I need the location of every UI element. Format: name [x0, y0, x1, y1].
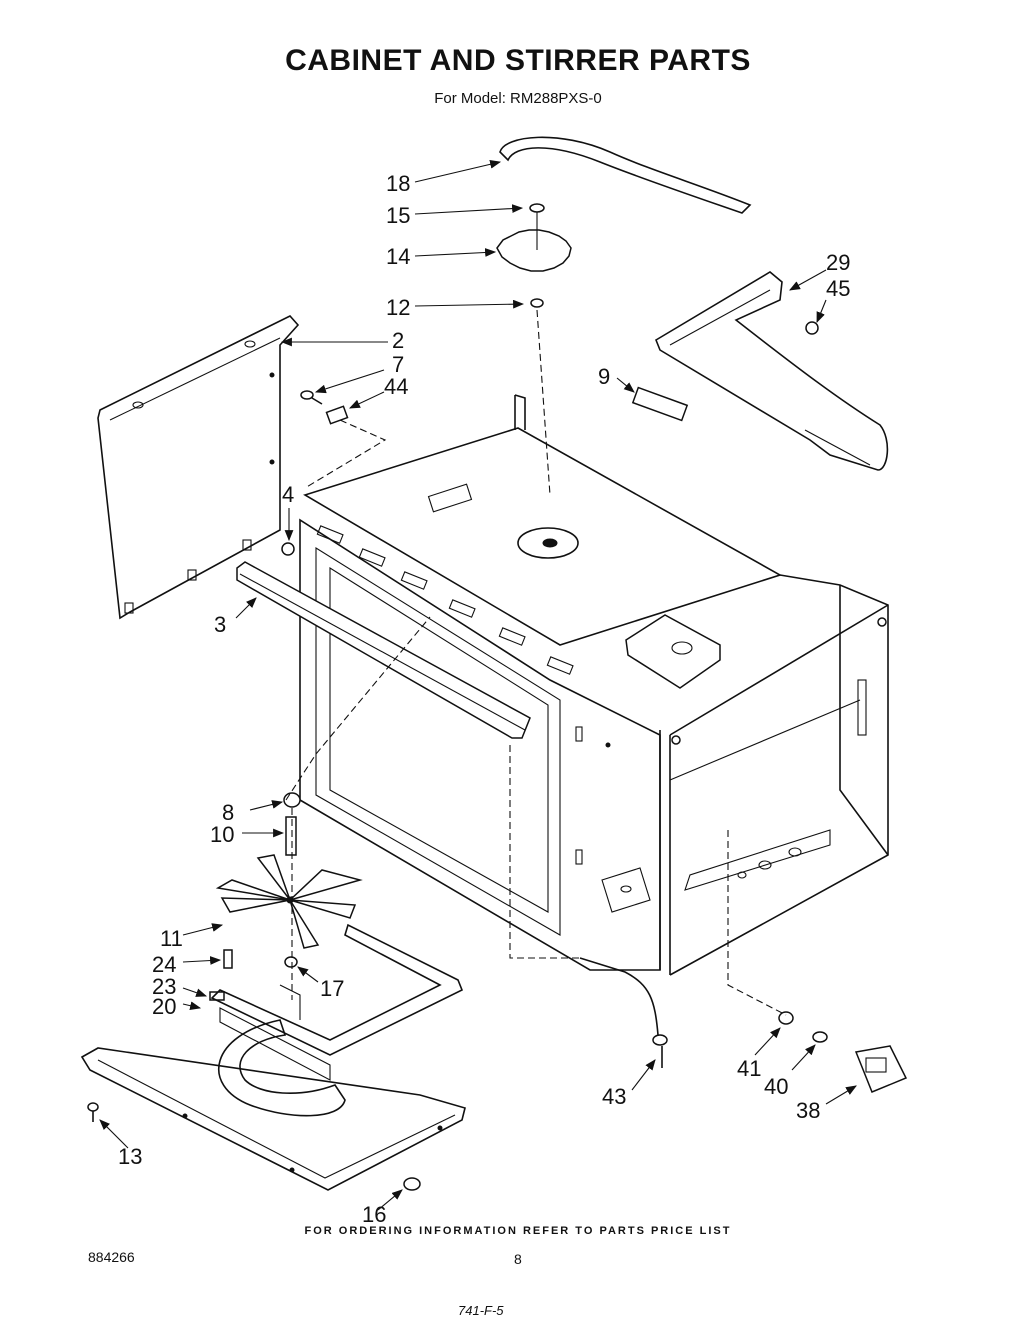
- callout-3: 3: [214, 612, 226, 637]
- callout-18: 18: [386, 171, 410, 196]
- callout-11: 11: [160, 926, 183, 951]
- part-16-foot: [403, 1177, 421, 1191]
- part-12-washer: [530, 298, 544, 308]
- document-number: 884266: [88, 1249, 135, 1265]
- model-subtitle: For Model: RM288PXS-0: [434, 90, 602, 107]
- callout-20: 20: [152, 994, 176, 1019]
- callout-24: 24: [152, 952, 176, 977]
- part-24-screw: [223, 949, 233, 969]
- part-10-shaft: [285, 816, 297, 856]
- callout-45: 45: [826, 276, 850, 301]
- callout-41: 41: [737, 1056, 761, 1081]
- spacer-axis-line: [304, 419, 387, 489]
- part-13-screw: [87, 1102, 99, 1122]
- part-44-spacer: [325, 405, 349, 425]
- lead-axis-line: [509, 745, 580, 959]
- callout-2: 2: [392, 328, 404, 353]
- callout-29: 29: [826, 250, 850, 275]
- part-7-screw: [300, 390, 323, 405]
- callout-40: 40: [764, 1074, 788, 1099]
- callout-8: 8: [222, 800, 234, 825]
- callout-16: 16: [362, 1202, 386, 1227]
- stirrer-axis-line: [536, 309, 551, 496]
- part-41-nut: [778, 1011, 794, 1025]
- callout-4: 4: [282, 482, 294, 507]
- callout-14: 14: [386, 244, 410, 269]
- part-38-switch: [854, 1045, 908, 1093]
- callout-12: 12: [386, 295, 410, 320]
- callout-17: 17: [320, 976, 344, 1001]
- part-45-nut: [805, 321, 819, 335]
- callout-7: 7: [392, 352, 404, 377]
- part-40-washer: [812, 1031, 828, 1043]
- part-3-front-trim-bar: [236, 561, 531, 739]
- part-43-thermistor-lead: [579, 957, 668, 1068]
- callout-23: 23: [152, 974, 176, 999]
- part-14-stirrer-blade: [496, 212, 572, 272]
- callout-43: 43: [602, 1084, 626, 1109]
- part-15-cap: [529, 203, 545, 213]
- part-17-nut: [284, 956, 298, 968]
- main-cabinet: [299, 394, 889, 976]
- part-29-top-bracket: [655, 271, 889, 471]
- ordering-note: FOR ORDERING INFORMATION REFER TO PARTS …: [304, 1225, 732, 1237]
- bottom-cover-plate: [80, 1047, 466, 1191]
- callout-leaders: [99, 159, 857, 1211]
- stirrer-duct-arc: [217, 1019, 346, 1117]
- part-4-nut: [281, 542, 295, 556]
- page-number: 8: [514, 1251, 522, 1267]
- part-20-motor-bracket: [210, 923, 464, 1081]
- part-2-side-panel: [97, 315, 300, 620]
- callout-9: 9: [598, 364, 610, 389]
- callout-13: 13: [118, 1144, 142, 1169]
- part-9-block: [631, 386, 689, 422]
- handwritten-note: 741-F-5: [458, 1303, 504, 1318]
- callout-38: 38: [796, 1098, 820, 1123]
- switch-axis-line: [727, 830, 787, 1016]
- callout-10: 10: [210, 822, 234, 847]
- callout-44: 44: [384, 374, 408, 399]
- part-11-fan-blade: [215, 854, 363, 949]
- page-title: CABINET AND STIRRER PARTS: [285, 44, 751, 77]
- part-18-drive-belt: [499, 136, 752, 214]
- callout-15: 15: [386, 203, 410, 228]
